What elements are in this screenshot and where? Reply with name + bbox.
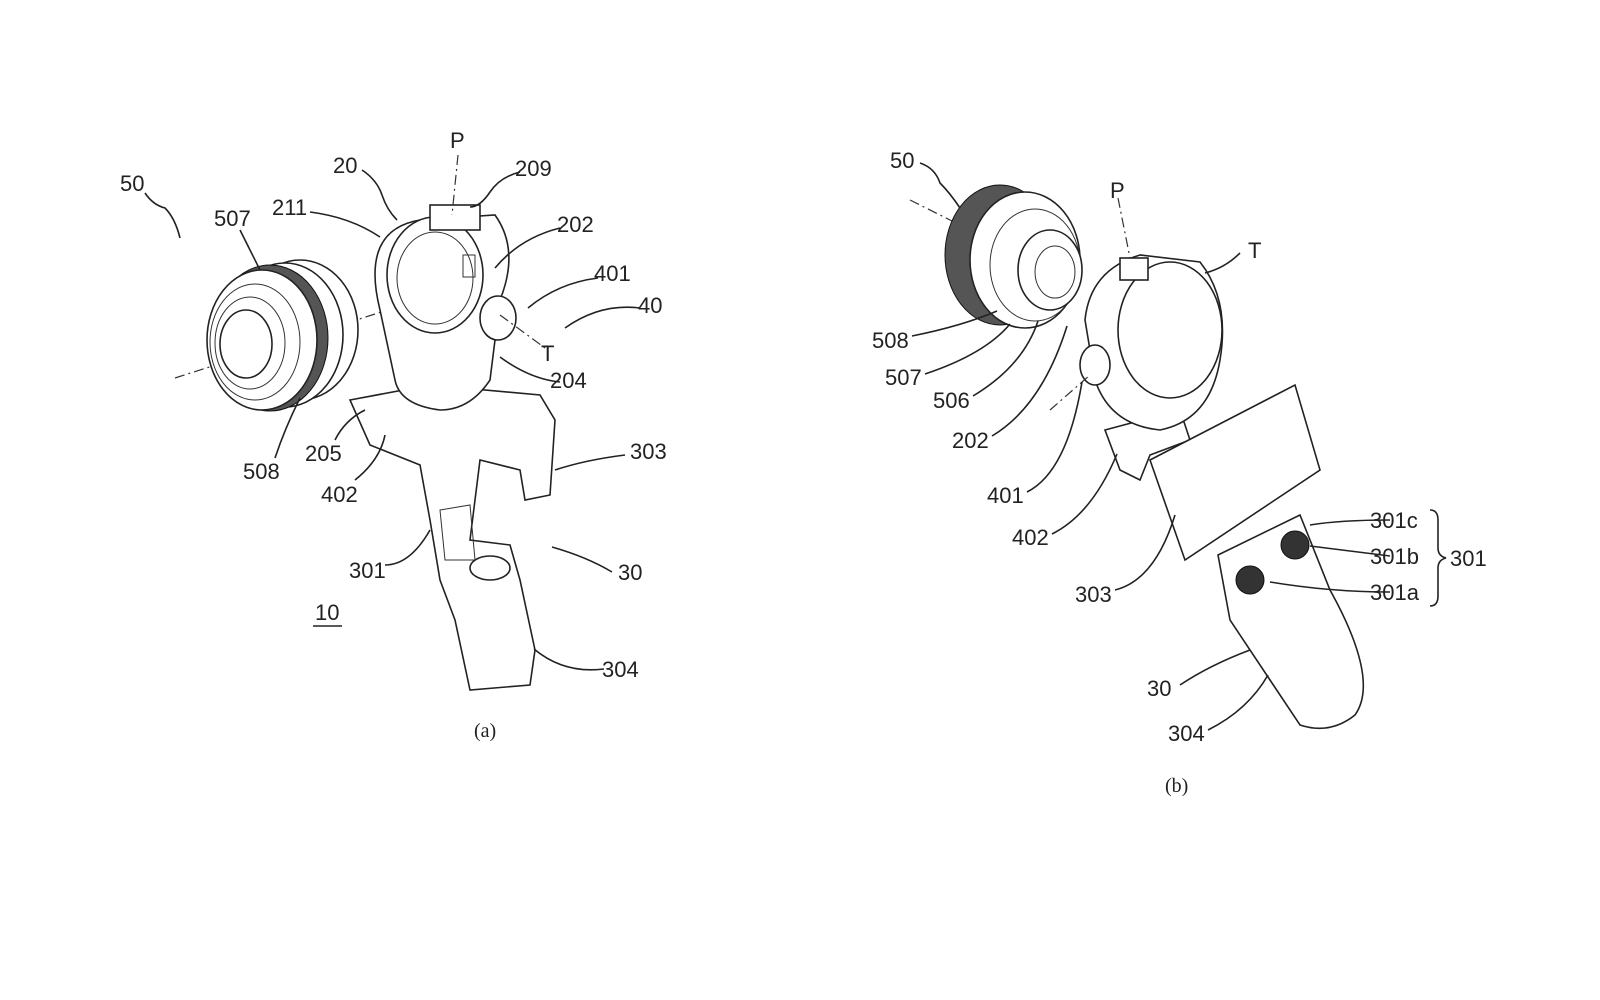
label-202: 202 <box>557 212 594 237</box>
label-506: 506 <box>933 388 970 413</box>
gimbal-body-b <box>1049 197 1365 730</box>
label-40: 40 <box>638 293 662 318</box>
label-301a: 301a <box>1370 580 1420 605</box>
label-402: 402 <box>321 482 358 507</box>
label-301: 301 <box>349 558 386 583</box>
label-401: 401 <box>594 261 631 286</box>
figure-a: 50 507 211 20 P 209 202 401 40 T 204 205… <box>120 128 667 742</box>
label-30: 30 <box>1147 676 1171 701</box>
gimbal-body-a <box>348 154 556 691</box>
label-T: T <box>1248 238 1261 263</box>
label-204: 204 <box>550 368 587 393</box>
label-P: P <box>1110 178 1125 203</box>
label-211: 211 <box>272 195 307 220</box>
label-304: 304 <box>1168 721 1205 746</box>
label-205: 205 <box>305 441 342 466</box>
label-301b: 301b <box>1370 544 1419 569</box>
lens-unit-a <box>174 259 451 412</box>
lens-unit-b <box>909 184 1083 329</box>
label-T: T <box>541 341 554 366</box>
label-401: 401 <box>987 483 1024 508</box>
label-301c: 301c <box>1370 508 1418 533</box>
label-303: 303 <box>630 439 667 464</box>
label-507: 507 <box>885 365 922 390</box>
leaders-b <box>911 162 1447 731</box>
label-50: 50 <box>890 148 914 173</box>
label-30: 30 <box>618 560 642 585</box>
label-50: 50 <box>120 171 144 196</box>
label-402: 402 <box>1012 525 1049 550</box>
label-304: 304 <box>602 657 639 682</box>
label-P: P <box>450 128 465 153</box>
caption-b: (b) <box>1165 775 1188 797</box>
caption-a: (a) <box>474 720 496 742</box>
label-303: 303 <box>1075 582 1112 607</box>
label-10: 10 <box>315 600 339 625</box>
label-508: 508 <box>243 459 280 484</box>
leaders-a <box>144 169 641 671</box>
brace-301 <box>1429 509 1447 607</box>
figure-b: 50 P T 508 507 506 202 401 402 303 301c … <box>872 148 1487 797</box>
label-507: 507 <box>214 206 251 231</box>
label-508: 508 <box>872 328 909 353</box>
label-301: 301 <box>1450 546 1487 571</box>
label-209: 209 <box>515 156 552 181</box>
label-20: 20 <box>333 153 357 178</box>
label-202: 202 <box>952 428 989 453</box>
